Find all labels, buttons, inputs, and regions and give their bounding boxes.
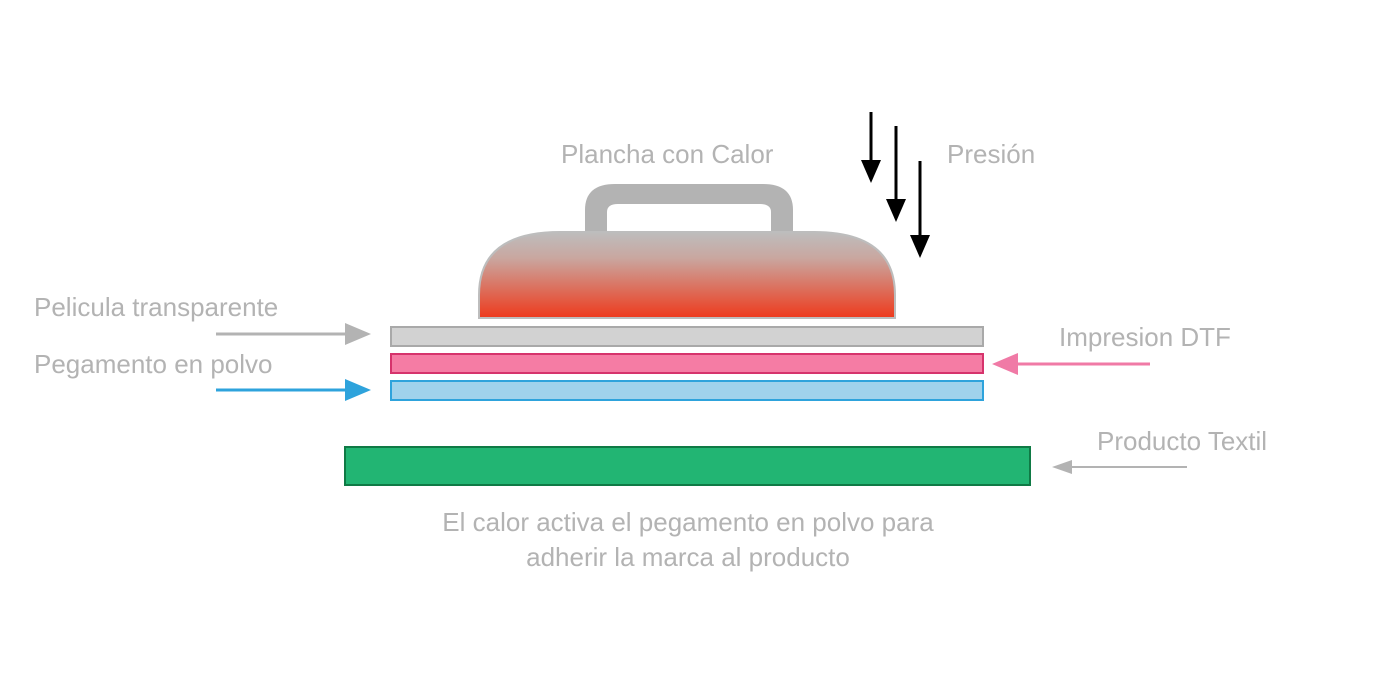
iron-handle [585, 184, 793, 232]
down-arrows-icon [861, 112, 930, 258]
iron-label: Plancha con Calor [561, 139, 774, 169]
iron-icon [478, 184, 896, 319]
caption-line-1: El calor activa el pegamento en polvo pa… [442, 507, 934, 537]
film-layer [390, 326, 984, 347]
print-layer [390, 353, 984, 374]
film-arrow [216, 323, 371, 345]
pressure-arrow-1 [861, 112, 881, 183]
glue-label: Pegamento en polvo [34, 349, 273, 379]
pressure-label: Presión [947, 139, 1036, 169]
pressure-arrow-3 [910, 161, 930, 258]
pressure-arrow-2 [886, 126, 906, 222]
film-label: Pelicula transparente [34, 292, 279, 322]
textile-arrow [1052, 460, 1187, 474]
caption: El calor activa el pegamento en polvo pa… [288, 505, 1088, 575]
textile-label: Producto Textil [1097, 426, 1268, 456]
caption-line-2: adherir la marca al producto [526, 542, 850, 572]
glue-arrow [216, 379, 371, 401]
print-label: Impresion DTF [1059, 322, 1231, 352]
textile-layer [344, 446, 1031, 486]
glue-layer [390, 380, 984, 401]
iron-body [478, 231, 896, 319]
print-arrow [992, 353, 1150, 375]
